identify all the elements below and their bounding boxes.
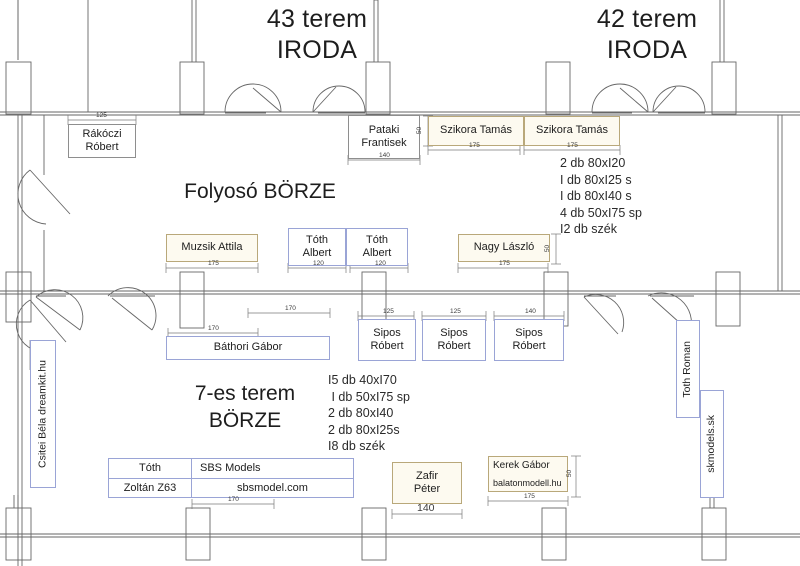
- dim-szikora-b-width: 175: [567, 142, 578, 149]
- hall-7-name: 7-es terem: [194, 382, 296, 405]
- furniture-note-upper: 2 db 80xI20 I db 80xI25 s I db 80xI40 s …: [560, 156, 643, 236]
- toth-zoltan-sub: Zoltán Z63: [109, 477, 191, 498]
- table-sbs-models[interactable]: SBS Models sbsmodel.com: [192, 458, 354, 498]
- sbs-models-url: sbsmodel.com: [192, 477, 353, 498]
- table-bathori-gabor[interactable]: Báthori Gábor: [166, 336, 330, 360]
- room-title-42: 42 terem IRODA: [562, 4, 732, 67]
- dim-zafir-width: 140: [417, 502, 435, 514]
- dim-sipos-b-width: 125: [450, 308, 461, 315]
- dim-bathori-width-left: 170: [208, 325, 219, 332]
- room-43-name: 43 terem: [266, 5, 368, 33]
- room-43-function: IRODA: [276, 36, 358, 65]
- hall-7-function: BÖRZE: [208, 409, 282, 433]
- room-42-function: IRODA: [606, 36, 688, 65]
- dim-pataki-width: 140: [379, 152, 390, 159]
- table-toth-roman[interactable]: Toth Roman: [676, 320, 700, 418]
- table-sipos-robert-c[interactable]: Sipos Róbert: [494, 319, 564, 361]
- table-pataki-frantisek[interactable]: Pataki Frantisek: [348, 115, 420, 159]
- table-csitei-bela[interactable]: Csitei Béla dreamkit.hu: [30, 340, 56, 488]
- table-skmodels-label: skmodels.sk: [705, 415, 718, 473]
- hall-7-title: 7-es terem BÖRZE: [160, 380, 330, 435]
- dim-kerek-height: 50: [566, 469, 574, 478]
- dim-rakoczi-width: 125: [96, 112, 107, 119]
- kerek-gabor-name: Kerek Gábor: [493, 460, 550, 471]
- table-skmodels-sk[interactable]: skmodels.sk: [700, 390, 724, 498]
- table-toth-zoltan[interactable]: Tóth Zoltán Z63: [108, 458, 192, 498]
- table-sipos-robert-b[interactable]: Sipos Róbert: [422, 319, 486, 361]
- table-sipos-robert-a[interactable]: Sipos Róbert: [358, 319, 416, 361]
- table-toth-roman-label: Toth Roman: [681, 340, 694, 398]
- room-title-43: 43 terem IRODA: [232, 4, 402, 67]
- table-szikora-tamas-b[interactable]: Szikora Tamás: [524, 116, 620, 146]
- dim-sipos-c-width: 140: [525, 308, 536, 315]
- dim-muzsik-width: 175: [208, 260, 219, 267]
- table-kerek-gabor[interactable]: Kerek Gábor balatonmodell.hu: [488, 456, 568, 492]
- dim-sipos-a-width: 125: [383, 308, 394, 315]
- dim-nagy-laszlo-width: 175: [499, 260, 510, 267]
- corridor-title: Folyosó BÖRZE: [184, 180, 336, 203]
- furniture-note-lower: I5 db 40xI70 I db 50xI75 sp 2 db 80xI40 …: [328, 373, 411, 453]
- dim-szikora-height: 50: [416, 126, 424, 135]
- dim-nagy-laszlo-height: 50: [544, 244, 552, 253]
- dim-sbs-width: 170: [228, 496, 239, 503]
- sbs-models-name: SBS Models: [200, 462, 261, 475]
- table-nagy-laszlo[interactable]: Nagy László: [458, 234, 550, 262]
- dim-szikora-a-width: 175: [469, 142, 480, 149]
- table-toth-albert-a[interactable]: Tóth Albert: [288, 228, 346, 266]
- kerek-gabor-url: balatonmodell.hu: [493, 477, 562, 488]
- table-toth-albert-b[interactable]: Tóth Albert: [346, 228, 408, 266]
- table-zafir-peter[interactable]: Zafir Péter: [392, 462, 462, 504]
- table-muzsik-attila[interactable]: Muzsik Attila: [166, 234, 258, 262]
- dim-kerek-width: 175: [524, 493, 535, 500]
- dim-toth-albert-a-width: 120: [313, 260, 324, 267]
- table-rakoczi-robert[interactable]: Rákóczi Róbert: [68, 124, 136, 158]
- table-szikora-tamas-a[interactable]: Szikora Tamás: [428, 116, 524, 146]
- dim-toth-albert-b-width: 120: [375, 260, 386, 267]
- toth-zoltan-name: Tóth: [138, 462, 161, 475]
- dim-bathori-width-right: 170: [285, 305, 296, 312]
- room-42-name: 42 terem: [596, 5, 698, 33]
